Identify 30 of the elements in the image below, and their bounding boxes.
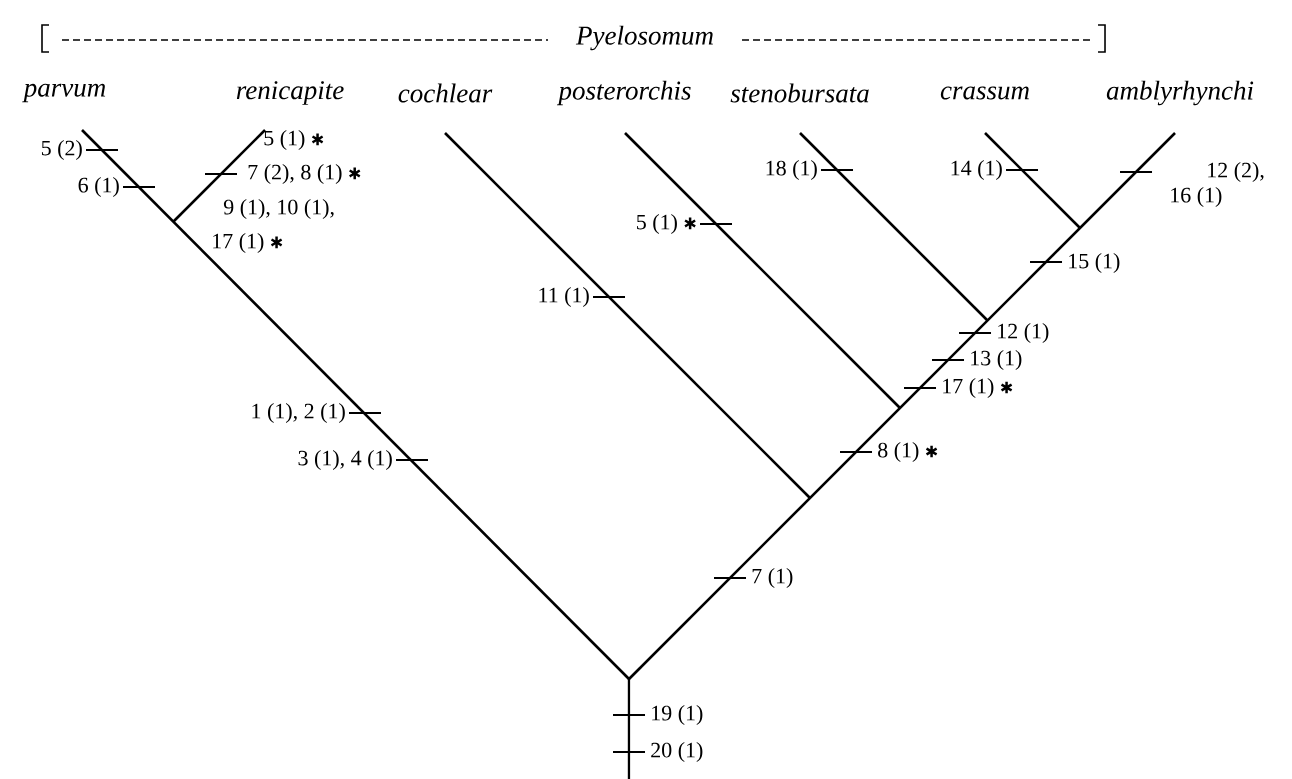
character-label: 5 (2) <box>41 140 82 160</box>
character-label: 13 (1) <box>971 350 1022 370</box>
character-label: 18 (1) <box>766 160 817 180</box>
character-label: 19 (1) <box>652 705 703 725</box>
genus-name: Pyelosomum <box>575 24 715 52</box>
character-label: 12 (1) <box>998 323 1049 343</box>
character-label: 20 (1) <box>651 742 703 762</box>
character-label: 8 (1) ✱ <box>878 442 938 462</box>
character-label: 16 (1) <box>1171 187 1222 207</box>
character-label: 5 (1) ✱ <box>264 130 324 150</box>
character-label: 17 (1) ✱ <box>943 378 1013 398</box>
character-label: 7 (1) <box>752 568 793 588</box>
taxon-name: renicapite <box>236 81 344 105</box>
character-label: 15 (1) <box>1069 253 1120 273</box>
taxon-name: posterorchis <box>556 80 691 106</box>
taxon-name: stenobursata <box>730 83 869 103</box>
character-label: 5 (1) ✱ <box>637 214 696 234</box>
character-label: 17 (1) ✱ <box>213 233 283 253</box>
character-label: 11 (1) <box>539 287 589 307</box>
character-label: 3 (1), 4 (1) <box>298 450 392 470</box>
character-label: 14 (1) <box>951 160 1002 180</box>
character-label: 12 (2), <box>1208 162 1264 182</box>
character-label: 7 (2), 8 (1) ✱ <box>248 164 361 184</box>
character-label: 9 (1), 10 (1), <box>223 199 334 219</box>
taxon-name: cochlear <box>398 83 493 103</box>
character-label: 6 (1) <box>78 177 119 197</box>
character-label: 1 (1), 2 (1) <box>252 403 345 423</box>
taxon-name: crassum <box>940 86 1029 100</box>
taxon-name: parvum <box>22 83 106 103</box>
taxon-name: amblyrhynchi <box>1106 80 1254 106</box>
